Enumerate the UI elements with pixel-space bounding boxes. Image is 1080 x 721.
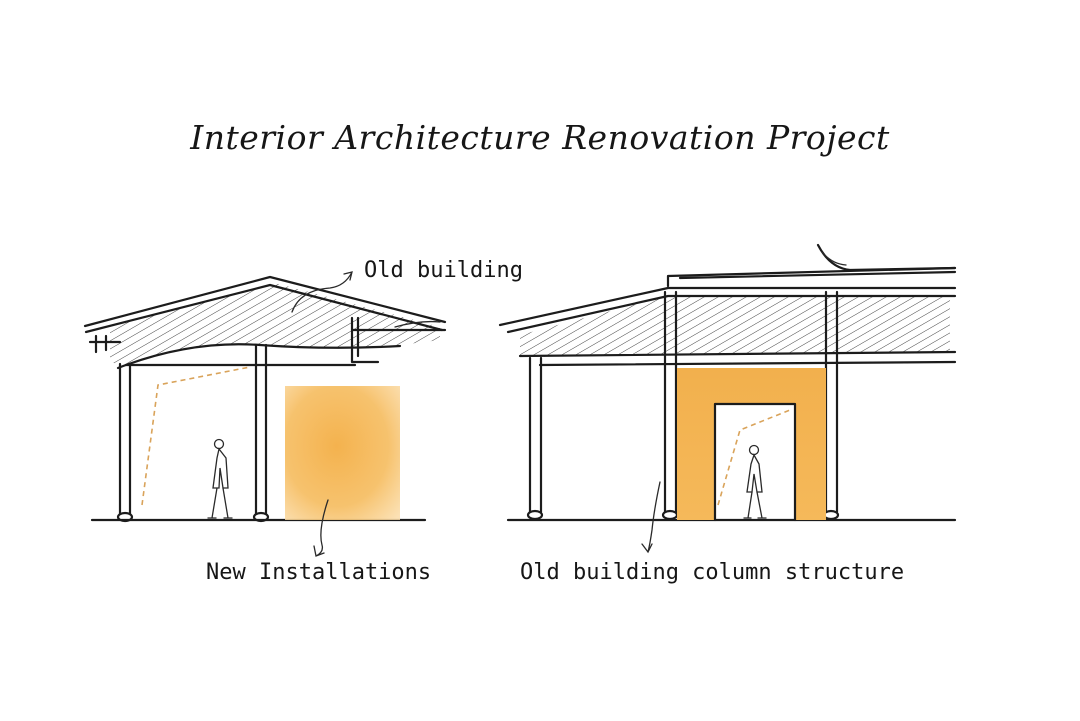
left-eave-detail — [88, 334, 122, 354]
right-roof-top-2 — [506, 294, 957, 334]
left-roof-underside — [116, 343, 402, 370]
right-ridge-curve — [816, 243, 957, 272]
right-eave-line — [394, 320, 441, 328]
left-column-1-base — [116, 511, 134, 523]
column-structure-label: Old building column structure — [520, 560, 905, 585]
left-column-2-base — [252, 511, 270, 523]
right-roof-underside — [518, 350, 957, 358]
left-roof-top — [83, 275, 447, 328]
right-ridge-inner — [821, 251, 847, 266]
right-section-drawing — [498, 243, 957, 554]
column-structure-leader-arrow — [641, 481, 661, 554]
right-column-3-base — [822, 509, 840, 521]
new-installation-block — [285, 386, 400, 520]
new-installations-label: New Installations — [206, 560, 432, 585]
right-roof-hatch — [520, 296, 950, 357]
right-roof-top — [498, 286, 957, 327]
left-column-1 — [118, 362, 132, 516]
frame-opening — [713, 402, 797, 522]
left-person-figure — [207, 438, 233, 519]
left-dashed-path — [141, 366, 251, 506]
old-building-label: Old building — [364, 258, 523, 283]
right-column-1-base — [526, 509, 544, 521]
old-building-leader-arrow — [291, 271, 353, 313]
right-dashed-path — [717, 409, 791, 506]
diagram-title: Interior Architecture Renovation Project — [190, 118, 890, 157]
left-section-drawing — [83, 271, 447, 557]
left-roof-top-2 — [84, 283, 444, 334]
right-person-figure — [743, 444, 767, 519]
right-beam — [538, 360, 957, 367]
right-column-1 — [528, 356, 543, 514]
right-eave-detail — [350, 316, 447, 364]
left-column-2 — [254, 343, 268, 516]
right-upper-roof — [666, 266, 957, 288]
right-column-2 — [663, 290, 678, 514]
new-installations-leader-arrow — [313, 499, 329, 557]
right-column-2-base — [661, 509, 679, 521]
